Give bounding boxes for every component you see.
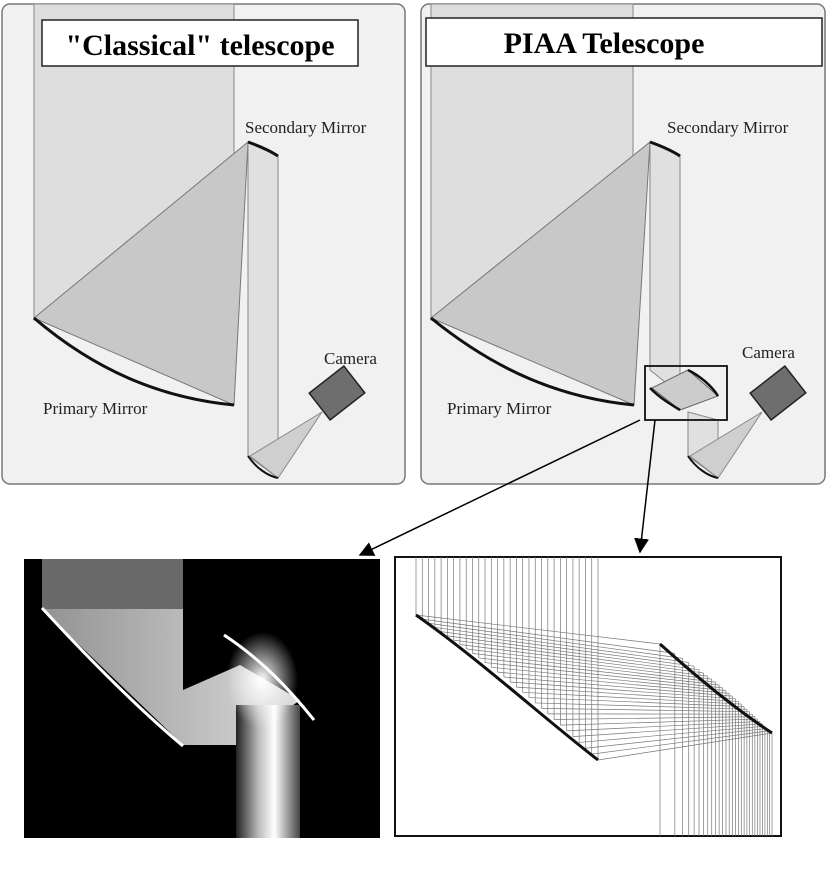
camera-light-cone bbox=[689, 411, 763, 479]
primary-mirror bbox=[33, 316, 235, 407]
piaa-camera-label: Camera bbox=[742, 343, 795, 362]
converging-light-cone bbox=[430, 140, 651, 406]
classical-primary-label: Primary Mirror bbox=[43, 399, 148, 418]
camera-body bbox=[749, 365, 807, 421]
ray-line bbox=[428, 622, 683, 659]
ray-line bbox=[560, 718, 758, 726]
piaa-title: PIAA Telescope bbox=[504, 27, 705, 60]
ray-trace-frame bbox=[394, 556, 782, 837]
ray-line bbox=[591, 730, 770, 755]
ray-line bbox=[484, 662, 723, 689]
classical-camera-label: Camera bbox=[324, 349, 377, 368]
ray-line bbox=[478, 657, 720, 686]
ray-line bbox=[415, 614, 661, 645]
ray-trace-inset bbox=[394, 556, 782, 837]
simulation-incoming-beam bbox=[42, 559, 183, 609]
classical-title-box bbox=[41, 19, 359, 67]
classical-secondary-label: Secondary Mirror bbox=[245, 118, 367, 137]
ray-line bbox=[434, 627, 689, 663]
ray-line bbox=[597, 732, 773, 761]
zoom-region-box bbox=[644, 365, 728, 421]
simulation-hotspot bbox=[226, 632, 298, 728]
classical-title: "Classical" telescope bbox=[65, 29, 334, 62]
ray-line bbox=[459, 644, 708, 677]
return-light-column bbox=[649, 141, 681, 396]
beam-simulation-inset bbox=[24, 559, 380, 838]
zoom-arrow-left bbox=[358, 419, 641, 556]
ray-line bbox=[472, 653, 716, 683]
ray-line bbox=[441, 631, 695, 667]
camera-body bbox=[308, 365, 366, 421]
focus-mirror bbox=[247, 455, 279, 479]
ray-line bbox=[516, 686, 739, 702]
ray-line bbox=[566, 721, 760, 732]
piaa-first-optic bbox=[649, 387, 681, 412]
secondary-mirror bbox=[247, 140, 279, 158]
secondary-mirror bbox=[649, 140, 681, 158]
zoom-arrow-right bbox=[634, 419, 656, 554]
ray-line bbox=[466, 648, 712, 680]
simulation-second-optic bbox=[223, 633, 316, 721]
ray-line bbox=[422, 618, 675, 654]
ray-line bbox=[528, 697, 745, 707]
piaa-second-optic bbox=[687, 368, 720, 397]
ray-line bbox=[503, 676, 733, 697]
ray-line bbox=[541, 708, 750, 713]
piaa-secondary-label: Secondary Mirror bbox=[667, 118, 789, 137]
ray-trace-rays bbox=[415, 557, 773, 836]
ray-line bbox=[585, 728, 768, 749]
ray-line bbox=[572, 723, 763, 737]
ray-line bbox=[535, 702, 747, 710]
focus-mirror bbox=[687, 455, 719, 479]
piaa-primary-label: Primary Mirror bbox=[447, 399, 552, 418]
return-light-column bbox=[247, 141, 279, 479]
classical-telescope-panel: "Classical" telescope Secondary Mirror P… bbox=[1, 3, 406, 485]
converging-light-cone bbox=[33, 140, 249, 406]
ray-line bbox=[491, 666, 726, 691]
ray-line bbox=[554, 716, 755, 720]
ray-trace-first-optic bbox=[415, 613, 599, 762]
ray-line bbox=[579, 725, 765, 743]
ray-line bbox=[453, 639, 704, 674]
ray-line bbox=[522, 691, 742, 705]
primary-mirror bbox=[430, 316, 635, 407]
camera-light-cone bbox=[249, 411, 323, 479]
ray-line bbox=[497, 671, 730, 694]
piaa-telescope-panel: PIAA Telescope Secondary Mirror Primary … bbox=[420, 3, 826, 485]
piaa-title-box bbox=[425, 17, 823, 67]
ray-trace-second-optic bbox=[658, 642, 773, 735]
simulation-first-optic bbox=[40, 606, 184, 748]
